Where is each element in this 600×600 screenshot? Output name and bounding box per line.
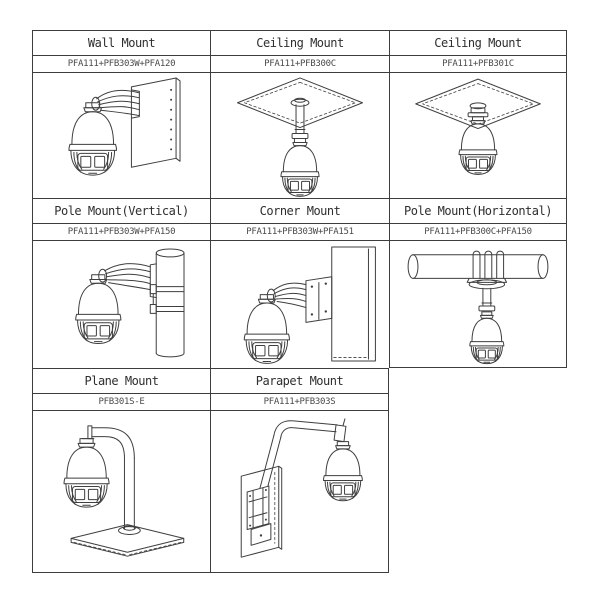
corner-mount-drawing xyxy=(211,241,389,368)
mount-part-number: PFA111+PFB303W+PFA151 xyxy=(211,224,389,241)
mount-title: Ceiling Mount xyxy=(211,31,389,56)
cell-ceiling-mount-pendant: Ceiling Mount PFA111+PFB300C xyxy=(210,30,389,198)
cell-ceiling-mount-direct: Ceiling Mount PFA111+PFB301C xyxy=(389,30,567,198)
parapet-mount-drawing xyxy=(211,411,388,572)
mount-part-number: PFA111+PFB303W+PFA150 xyxy=(33,224,210,241)
mount-title: Corner Mount xyxy=(211,199,389,224)
cell-pole-mount-vertical: Pole Mount(Vertical) PFA111+PFB303W+PFA1… xyxy=(32,198,210,368)
mount-options-table: Wall Mount PFA111+PFB303W+PFA120 xyxy=(32,30,567,573)
cell-wall-mount: Wall Mount PFA111+PFB303W+PFA120 xyxy=(32,30,210,198)
mount-part-number: PFB301S-E xyxy=(33,394,210,411)
mount-title: Pole Mount(Vertical) xyxy=(33,199,210,224)
pole-mount-horizontal-drawing xyxy=(390,241,566,367)
ceiling-mount-direct-drawing xyxy=(390,73,566,198)
mount-part-number: PFA111+PFB303W+PFA120 xyxy=(33,56,210,73)
mount-title: Parapet Mount xyxy=(211,369,388,394)
mount-part-number: PFA111+PFB303S xyxy=(211,394,388,411)
pole-mount-vertical-drawing xyxy=(33,241,210,368)
mount-title: Plane Mount xyxy=(33,369,210,394)
mount-title: Pole Mount(Horizontal) xyxy=(390,199,566,224)
mount-title: Ceiling Mount xyxy=(390,31,566,56)
mount-part-number: PFA111+PFB300C xyxy=(211,56,389,73)
cell-parapet-mount: Parapet Mount PFA111+PFB303S xyxy=(210,368,389,573)
cell-plane-mount: Plane Mount PFB301S-E xyxy=(32,368,210,573)
cell-corner-mount: Corner Mount PFA111+PFB303W+PFA151 xyxy=(210,198,389,368)
ceiling-mount-pendant-drawing xyxy=(211,73,389,198)
mount-part-number: PFA111+PFB301C xyxy=(390,56,566,73)
mount-title: Wall Mount xyxy=(33,31,210,56)
mount-part-number: PFA111+PFB300C+PFA150 xyxy=(390,224,566,241)
wall-mount-drawing xyxy=(33,73,210,198)
plane-mount-drawing xyxy=(33,411,210,572)
cell-pole-mount-horizontal: Pole Mount(Horizontal) PFA111+PFB300C+PF… xyxy=(389,198,567,368)
